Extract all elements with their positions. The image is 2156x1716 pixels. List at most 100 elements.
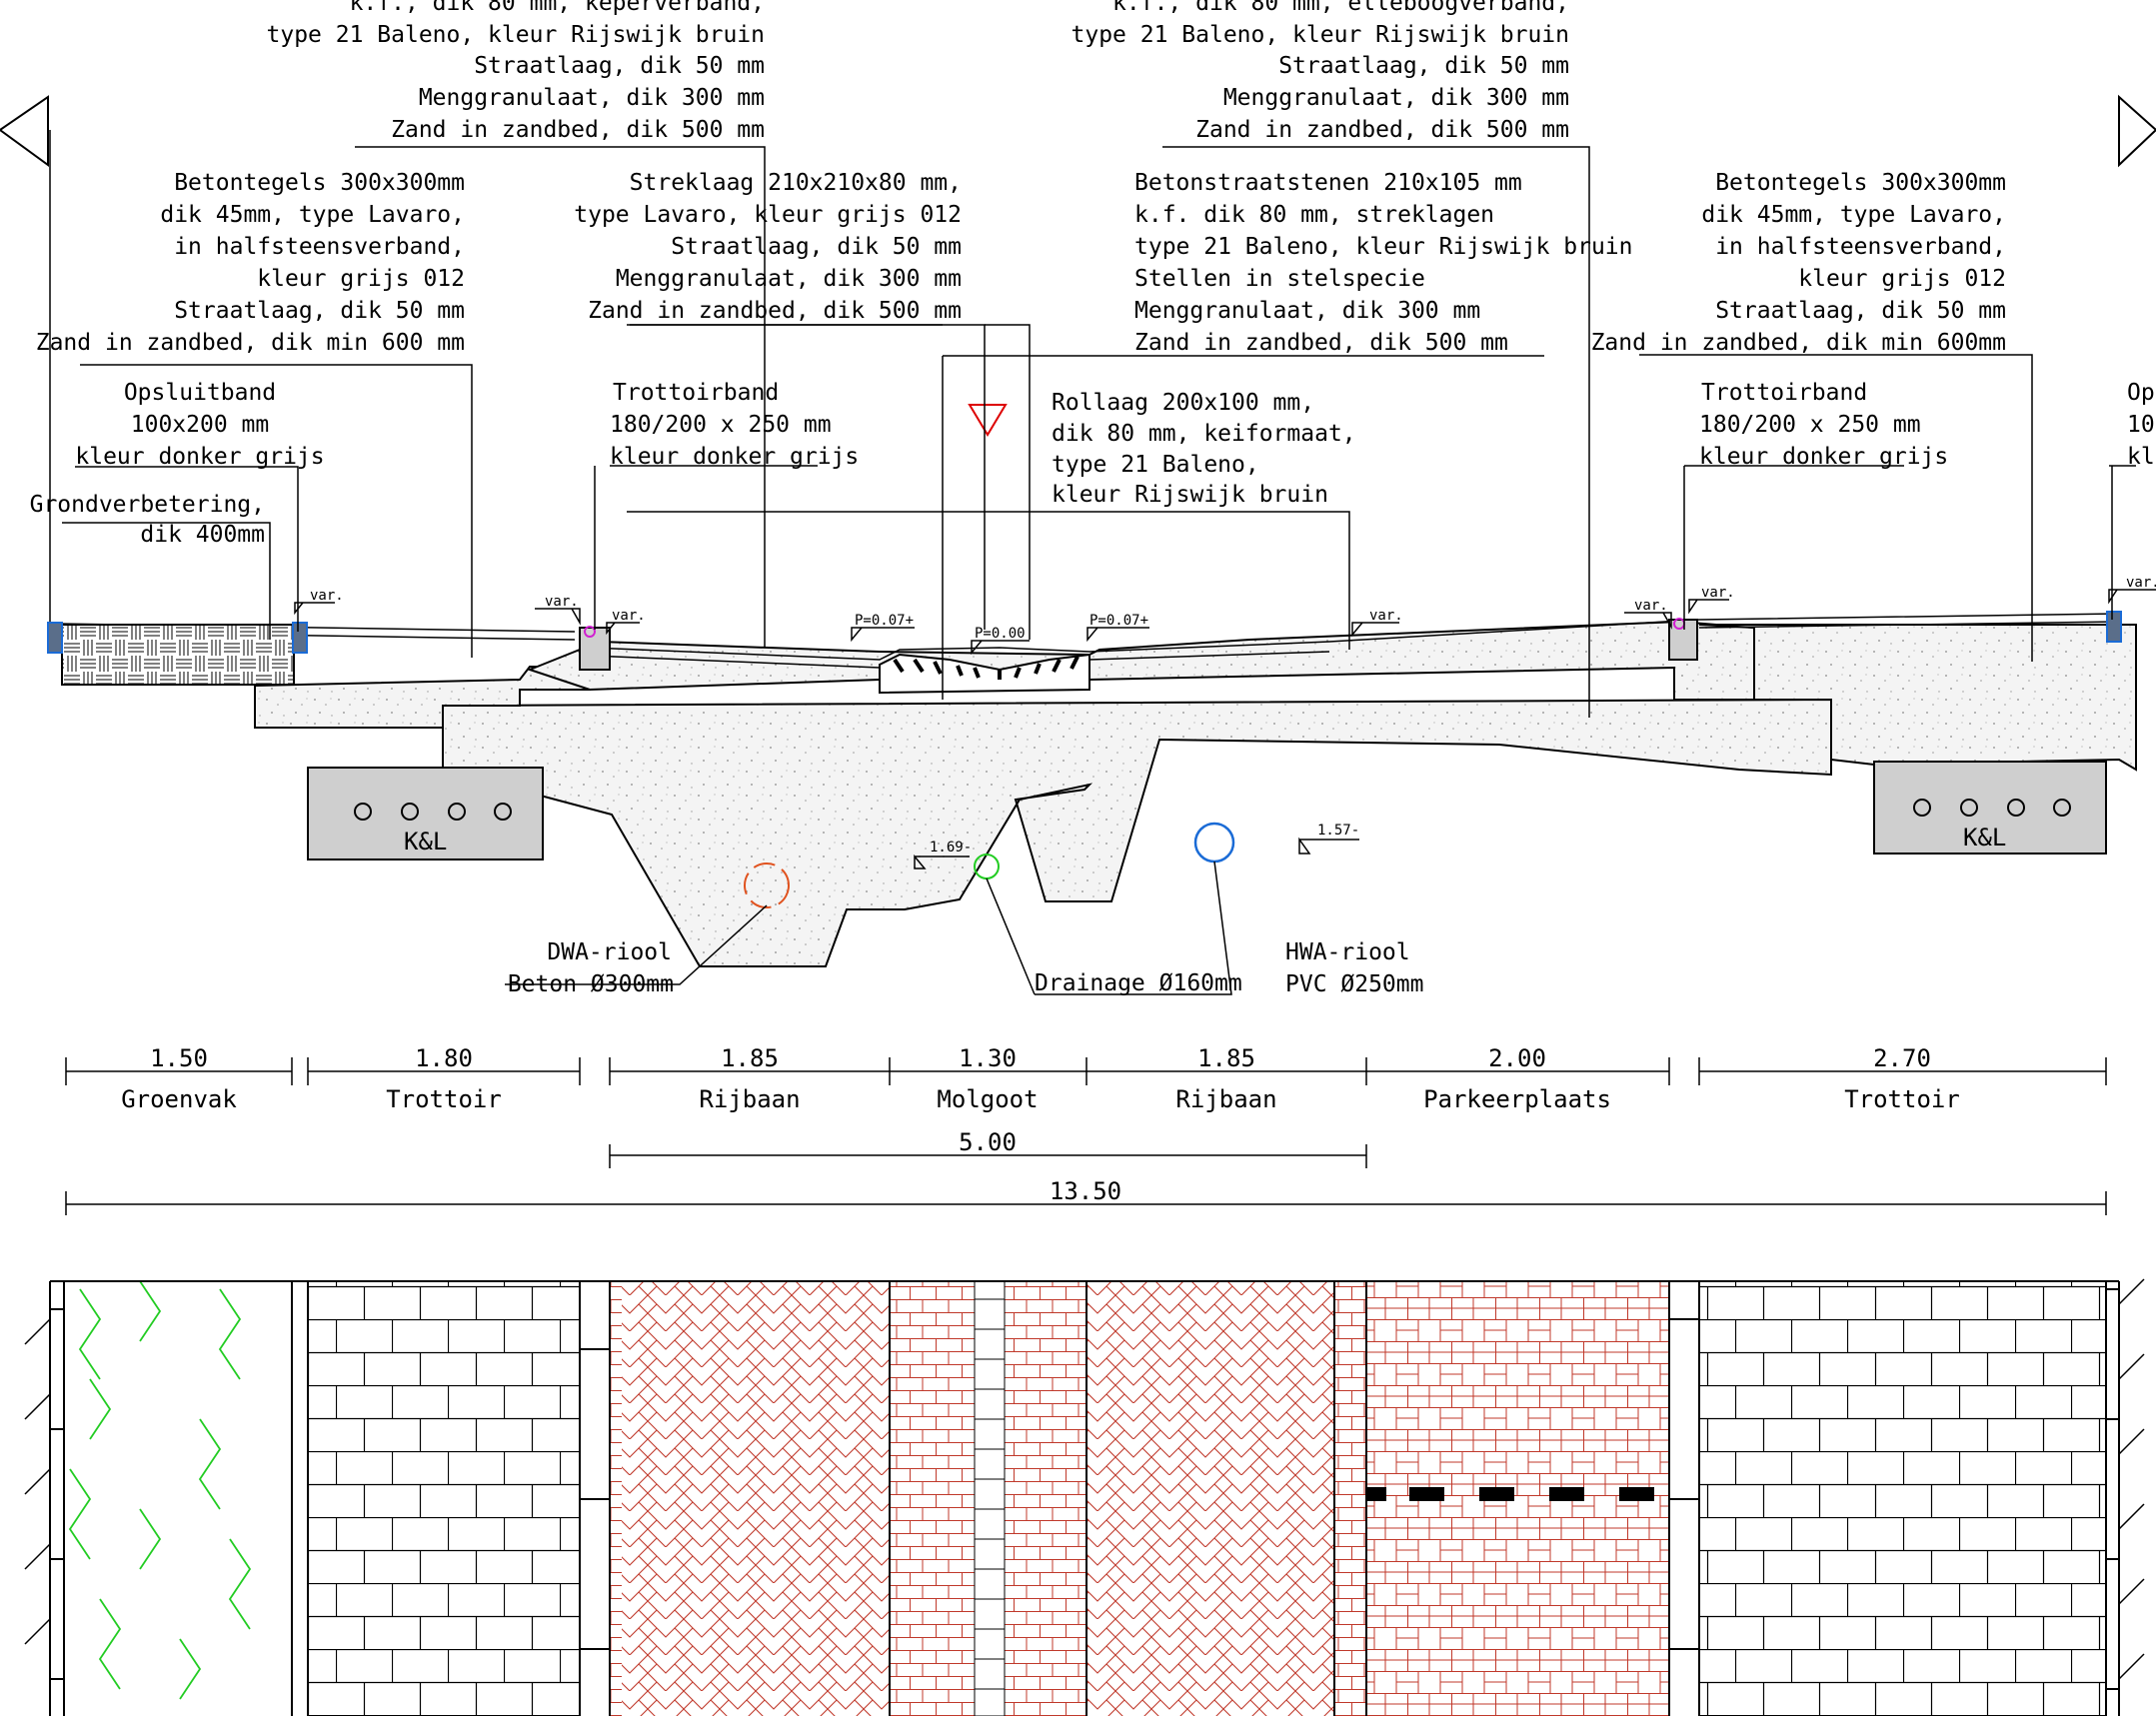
dimension-lines [65,1057,2107,1215]
svg-text:type 21 Baleno, kleur Rijswijk: type 21 Baleno, kleur Rijswijk bruin [1134,234,1633,260]
svg-text:Stellen in stelspecie: Stellen in stelspecie [1134,266,1425,292]
kl-box-left [307,767,544,860]
svg-text:Zand in zandbed, dik 500 mm: Zand in zandbed, dik 500 mm [1195,117,1569,143]
svg-text:Trottoirband: Trottoirband [1701,380,1867,406]
svg-text:Straatlaag, dik 50 mm: Straatlaag, dik 50 mm [1278,53,1569,79]
level-markers: var. var. var. P=0.07+ P=0.00 P=0.07+ va… [294,575,2156,869]
molgoot [879,653,1090,695]
plan-trottoir-left [308,1281,580,1716]
dim-rijbaan-r-value: 1.85 [1197,1044,1255,1072]
svg-text:kleur donker grijs: kleur donker grijs [75,444,324,470]
svg-text:Menggranulaat, dik 300 mm: Menggranulaat, dik 300 mm [1223,85,1569,111]
svg-text:k.f., dik 80 mm, elleboogverba: k.f., dik 80 mm, elleboogverband, [1112,0,1569,16]
svg-text:kleur donker grijs: kleur donker grijs [610,444,859,470]
svg-text:Streklaag 210x210x80 mm,: Streklaag 210x210x80 mm, [630,170,962,196]
svg-text:Op: Op [2127,380,2155,406]
svg-text:kleur grijs 012: kleur grijs 012 [1798,266,2006,292]
svg-text:Betonstraatstenen 210x105 mm: Betonstraatstenen 210x105 mm [1134,170,1522,196]
svg-text:Zand in zandbed, dik min 600 m: Zand in zandbed, dik min 600 mm [36,330,465,356]
svg-text:Beton Ø300mm: Beton Ø300mm [508,971,674,997]
svg-text:dik 45mm, type Lavaro,: dik 45mm, type Lavaro, [1701,202,2006,228]
svg-text:in halfsteensverband,: in halfsteensverband, [1715,234,2006,260]
svg-text:in halfsteensverband,: in halfsteensverband, [174,234,465,260]
level-169: 1.69- [930,840,972,856]
svg-text:var.: var. [1369,608,1403,624]
kl-left-label: K&L [404,828,447,856]
svg-text:dik 400mm: dik 400mm [140,522,265,548]
svg-text:kleur Rijswijk bruin: kleur Rijswijk bruin [1052,482,1328,508]
svg-text:Opsluitband: Opsluitband [124,380,276,406]
svg-text:Trottoirband: Trottoirband [613,380,779,406]
svg-text:HWA-riool: HWA-riool [1285,939,1410,965]
sidewalk-left-fill [254,665,591,729]
svg-text:dik 45mm, type Lavaro,: dik 45mm, type Lavaro, [160,202,465,228]
grondverbetering-block [61,624,295,686]
svg-text:kleur donker grijs: kleur donker grijs [1699,444,1948,470]
svg-text:Drainage Ø160mm: Drainage Ø160mm [1035,970,1242,996]
dim-parkeer-name: Parkeerplaats [1423,1085,1611,1113]
dim-trottoir-r-value: 2.70 [1873,1044,1931,1072]
svg-text:var.: var. [545,594,579,610]
right-marker-icon [2118,94,2156,168]
dim-trottoir-l-value: 1.80 [415,1044,473,1072]
svg-text:var.: var. [310,588,344,604]
svg-text:Straatlaag, dik 50 mm: Straatlaag, dik 50 mm [1715,298,2006,324]
svg-text:Rollaag 200x100 mm,: Rollaag 200x100 mm, [1052,390,1314,416]
svg-text:type 21 Baleno, kleur Rijswijk: type 21 Baleno, kleur Rijswijk bruin [267,22,766,48]
foundation-body [442,698,1832,967]
dim-molgoot-name: Molgoot [937,1085,1038,1113]
dim-rijbaan-r-name: Rijbaan [1175,1085,1276,1113]
svg-text:type 21 Baleno,: type 21 Baleno, [1052,452,1259,478]
svg-text:Grondverbetering,: Grondverbetering, [30,492,265,518]
dim-molgoot-value: 1.30 [959,1044,1017,1072]
svg-text:var.: var. [2126,575,2156,591]
plan-trottoir-right [1699,1281,2106,1716]
p-left: P=0.07+ [855,613,914,629]
svg-text:Straatlaag, dik 50 mm: Straatlaag, dik 50 mm [474,53,765,79]
sidewalk-right-fill [1698,624,2137,772]
svg-text:k.f. dik 80 mm, streklagen: k.f. dik 80 mm, streklagen [1134,202,1494,228]
svg-text:Menggranulaat, dik 300 mm: Menggranulaat, dik 300 mm [419,85,765,111]
svg-text:type 21 Baleno, kleur Rijswijk: type 21 Baleno, kleur Rijswijk bruin [1072,22,1570,48]
svg-text:Betontegels 300x300mm: Betontegels 300x300mm [1715,170,2006,196]
dim-carriageway-total: 5.00 [959,1128,1017,1156]
svg-text:kle: kle [2127,444,2156,470]
hwa-pipe [1193,822,1235,863]
dim-rijbaan-l-value: 1.85 [721,1044,779,1072]
plan-view [24,1278,2145,1716]
p-mid: P=0.00 [975,626,1026,642]
svg-text:kleur grijs 012: kleur grijs 012 [257,266,465,292]
svg-text:Straatlaag, dik 50 mm: Straatlaag, dik 50 mm [671,234,962,260]
svg-text:100: 100 [2127,412,2156,438]
svg-text:Menggranulaat, dik 300 mm: Menggranulaat, dik 300 mm [616,266,962,292]
svg-text:Betontegels 300x300mm: Betontegels 300x300mm [174,170,465,196]
svg-text:Zand in zandbed, dik 500 mm: Zand in zandbed, dik 500 mm [1134,330,1508,356]
kl-box-right [1873,761,2107,855]
leader-lines [49,130,2136,995]
svg-text:180/200 x 250 mm: 180/200 x 250 mm [610,412,832,438]
cross-section: K&L K&L [47,404,2137,967]
dim-parkeer-value: 2.00 [1488,1044,1546,1072]
svg-text:Zand in zandbed, dik min 600mm: Zand in zandbed, dik min 600mm [1591,330,2006,356]
svg-text:100x200 mm: 100x200 mm [131,412,269,438]
p-right: P=0.07+ [1089,613,1148,629]
dim-trottoir-r-name: Trottoir [1844,1085,1960,1113]
svg-text:180/200 x 250 mm: 180/200 x 250 mm [1699,412,1921,438]
water-level-icon [968,404,1008,437]
svg-text:DWA-riool: DWA-riool [547,939,672,965]
svg-text:k.f., dik 80 mm, keperverband,: k.f., dik 80 mm, keperverband, [350,0,765,16]
svg-text:Straatlaag, dik 50 mm: Straatlaag, dik 50 mm [174,298,465,324]
svg-text:Zand in zandbed, dik 500 mm: Zand in zandbed, dik 500 mm [588,298,962,324]
svg-text:var.: var. [612,608,646,624]
svg-text:Zand in zandbed, dik 500 mm: Zand in zandbed, dik 500 mm [391,117,765,143]
dim-groenvak-name: Groenvak [121,1085,237,1113]
plan-rijbaan-left [622,1281,890,1716]
dim-rijbaan-l-name: Rijbaan [699,1085,800,1113]
dwa-pipe [744,862,790,908]
svg-text:var.: var. [1701,585,1735,601]
annotation-text: k.f., dik 80 mm, keperverband, type 21 B… [30,0,2156,997]
level-157: 1.57- [1317,823,1359,839]
dim-groenvak-value: 1.50 [150,1044,208,1072]
svg-text:Menggranulaat, dik 300 mm: Menggranulaat, dik 300 mm [1134,298,1480,324]
